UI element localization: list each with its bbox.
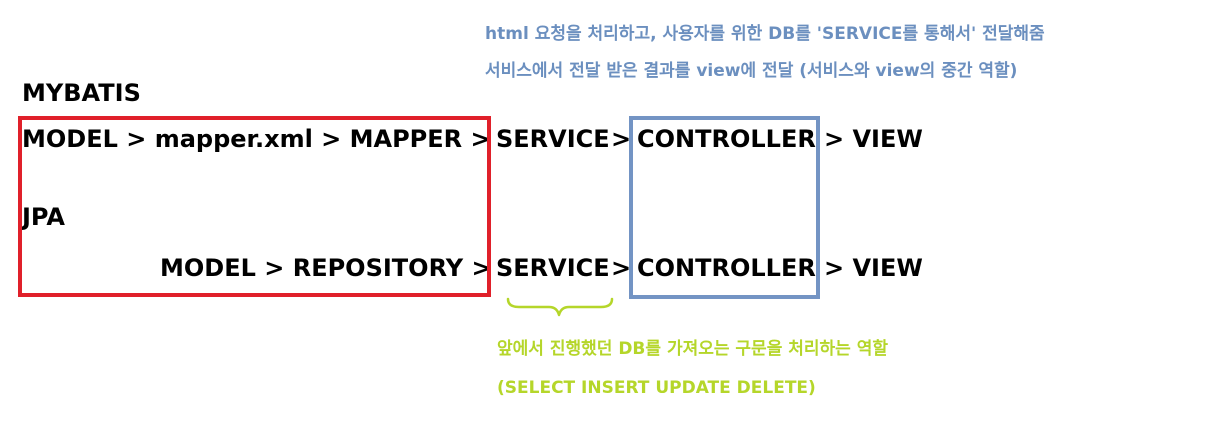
mybatis-controller: CONTROLLER <box>637 125 816 153</box>
service-note-line1: 앞에서 진행했던 DB를 가져오는 구문을 처리하는 역할 <box>497 339 889 359</box>
service-note-line2: (SELECT INSERT UPDATE DELETE) <box>497 378 816 398</box>
controller-box <box>629 116 820 299</box>
mybatis-title: MYBATIS <box>22 79 141 107</box>
controller-note-line1: html 요청을 처리하고, 사용자를 위한 DB를 'SERVICE를 통해서… <box>485 24 1045 44</box>
jpa-view: > VIEW <box>824 254 923 282</box>
jpa-separator: > <box>611 254 632 282</box>
jpa-model-chain: MODEL > REPOSITORY > <box>160 254 492 282</box>
mybatis-service: SERVICE <box>496 125 610 153</box>
controller-note-line2: 서비스에서 전달 받은 결과를 view에 전달 (서비스와 view의 중간 … <box>485 61 1018 81</box>
mybatis-model-chain: MODEL > mapper.xml > MAPPER > <box>22 125 491 153</box>
mybatis-view: > VIEW <box>824 125 923 153</box>
jpa-title: JPA <box>22 203 65 231</box>
mybatis-separator: > <box>611 125 632 153</box>
service-brace <box>506 297 614 317</box>
jpa-controller: CONTROLLER <box>637 254 816 282</box>
model-layer-box <box>18 116 491 297</box>
jpa-service: SERVICE <box>496 254 610 282</box>
